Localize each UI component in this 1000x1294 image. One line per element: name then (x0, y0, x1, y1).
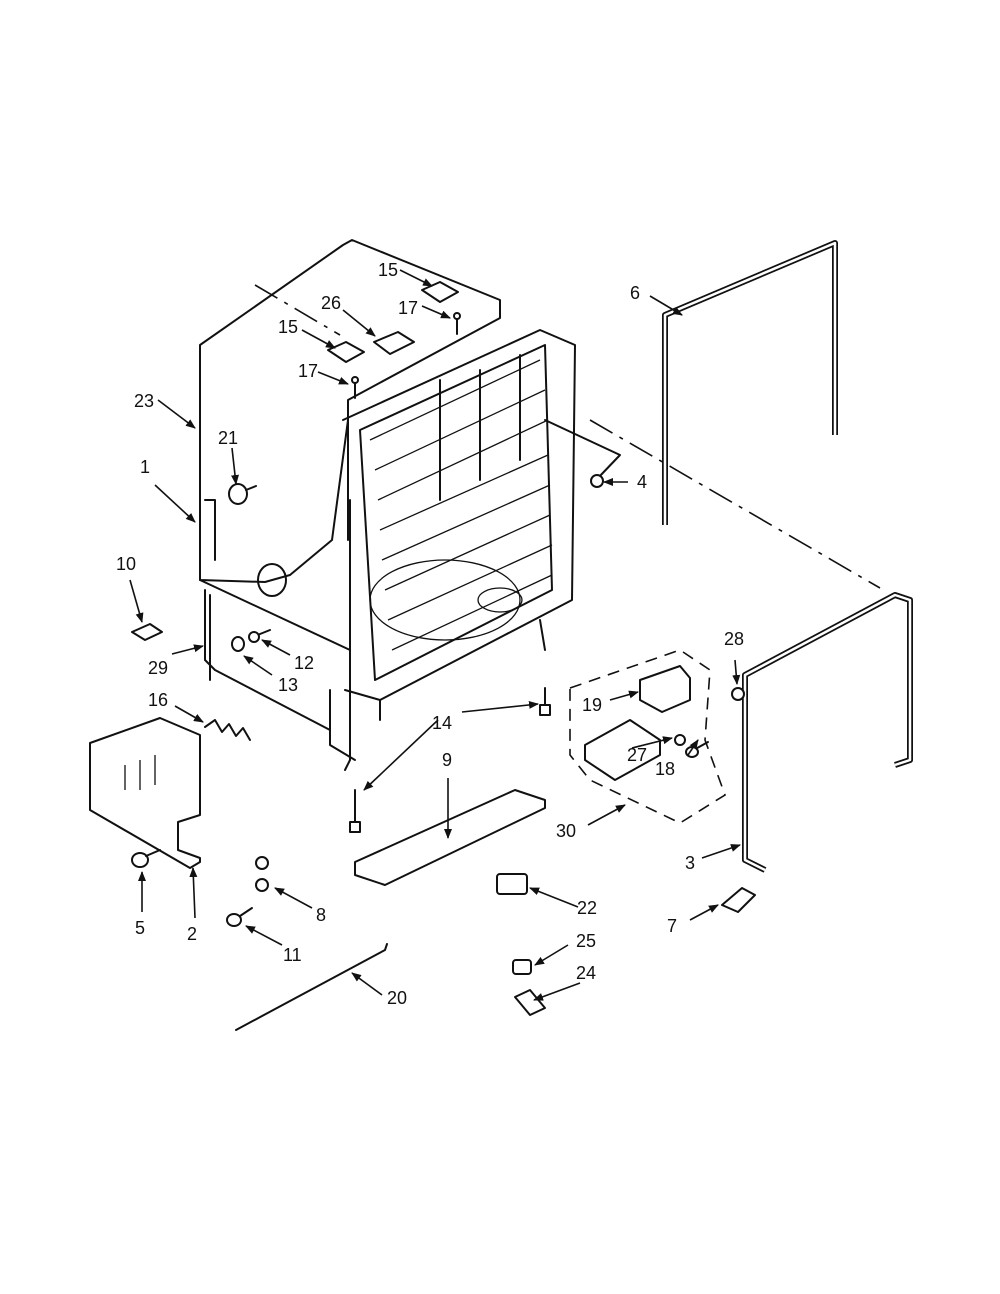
callout-12: 12 (294, 653, 314, 673)
callout-1: 1 (140, 457, 150, 477)
callout-3: 3 (685, 853, 695, 873)
callout-23: 23 (134, 391, 154, 411)
callout-24: 24 (576, 963, 596, 983)
screw-5 (131, 849, 161, 868)
callout-21: 21 (218, 428, 238, 448)
alignment-line (589, 419, 881, 589)
clip-26 (373, 331, 415, 355)
callout-15: 15 (378, 260, 398, 280)
plug-21 (228, 483, 257, 505)
callout-26: 26 (321, 293, 341, 313)
callout-9: 9 (442, 750, 452, 770)
callout-22: 22 (577, 898, 597, 918)
wire-20 (235, 943, 388, 1031)
callout-6: 6 (630, 283, 640, 303)
leg-14 (539, 687, 551, 716)
callout-10: 10 (116, 554, 136, 574)
callout-28: 28 (724, 629, 744, 649)
callout-29: 29 (148, 658, 168, 678)
plug-4 (590, 474, 604, 488)
screw-28 (731, 687, 745, 701)
callout-19: 19 (582, 695, 602, 715)
tub-assembly (199, 329, 576, 771)
door-gasket-bottom (742, 592, 913, 873)
callout-16: 16 (148, 690, 168, 710)
insulation-blanket (199, 239, 501, 597)
callout-14: 14 (432, 713, 452, 733)
callout-7: 7 (667, 916, 677, 936)
hinge-15 (421, 281, 459, 303)
callout-17: 17 (298, 361, 318, 381)
callout-15: 15 (278, 317, 298, 337)
callout-13: 13 (278, 675, 298, 695)
base-cover-9 (354, 789, 546, 886)
callout-8: 8 (316, 905, 326, 925)
callout-30: 30 (556, 821, 576, 841)
screw-17 (453, 312, 461, 335)
leg-14-front (349, 789, 361, 833)
callout-20: 20 (387, 988, 407, 1008)
callout-11: 11 (283, 945, 302, 965)
callout-27: 27 (627, 745, 647, 765)
bracket-10 (131, 623, 163, 641)
callout-labels: 15 17 26 15 17 23 21 1 6 4 10 29 12 13 1… (116, 260, 744, 1008)
alignment-line (254, 284, 341, 336)
screw-11 (226, 907, 253, 927)
hinge-15-left (327, 341, 365, 363)
screw-17-left (351, 376, 359, 399)
callout-2: 2 (187, 924, 197, 944)
clip-8 (255, 856, 269, 892)
bracket-24 (514, 989, 546, 1016)
kit-30-boundary (569, 649, 726, 824)
clip-25 (512, 959, 532, 975)
callout-18: 18 (655, 759, 675, 779)
toe-panel-2 (89, 717, 201, 869)
screw-12 (248, 629, 271, 643)
callout-25: 25 (576, 931, 596, 951)
callout-arrows (129, 269, 741, 1001)
spring-16 (204, 719, 251, 741)
washer-13 (231, 636, 245, 652)
door-gasket-top (662, 240, 838, 525)
callout-5: 5 (135, 918, 145, 938)
part-4-lead (544, 419, 621, 479)
clamp-22 (496, 873, 528, 895)
callout-4: 4 (637, 472, 647, 492)
latch-7 (721, 887, 756, 913)
callout-17: 17 (398, 298, 418, 318)
